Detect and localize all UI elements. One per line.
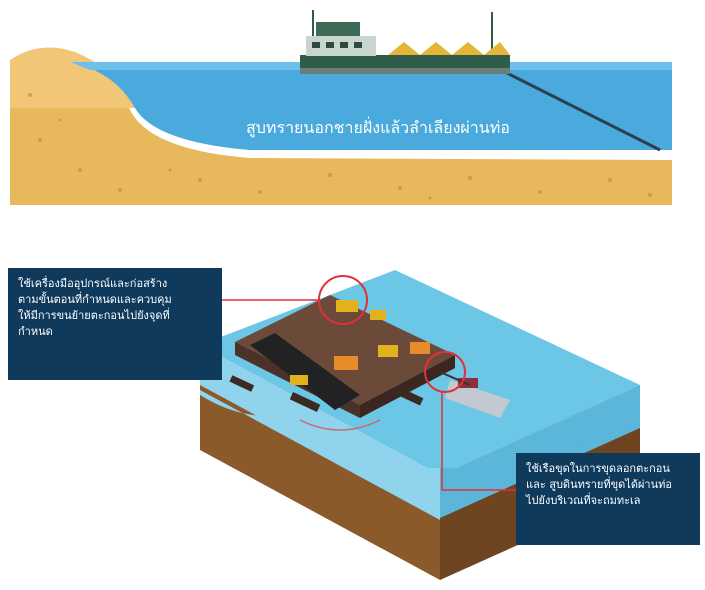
callout-right-line-1: ใช้เรือขุดในการขุดลอกตะกอน — [526, 462, 670, 475]
block-left-face-soil — [200, 385, 440, 580]
callout-left-line-3: ให้มีการขนย้ายตะกอนไปยังจุดที่ — [18, 309, 170, 322]
callout-left-line-2: ตามขั้นตอนที่กำหนดและควบคุม — [18, 293, 172, 306]
discharge-pipe — [504, 70, 661, 152]
leader-line-right — [441, 392, 516, 491]
dredger-vessel — [439, 371, 510, 418]
callout-right-line-3: ไปยังบริเวณที่จะถมทะเล — [526, 494, 641, 507]
callout-left-line-1: ใช้เครื่องมืออุปกรณ์และก่อสร้าง — [18, 277, 168, 290]
construction-vehicles — [290, 300, 430, 385]
dredger-ship — [300, 10, 510, 74]
reclaimed-land-platform — [235, 295, 455, 405]
highlight-ring-construction — [318, 275, 368, 325]
slurry-pipe — [299, 419, 381, 431]
callout-dredging: ใช้เรือขุดในการขุดลอกตะกอน และ สูบดินทรา… — [516, 453, 700, 545]
callout-construction: ใช้เครื่องมืออุปกรณ์และก่อสร้าง ตามขั้นต… — [8, 268, 222, 380]
sea-water — [70, 62, 672, 150]
highlight-ring-dredger — [424, 351, 466, 393]
shore-sand — [10, 47, 135, 108]
callout-right-line-2: และ สูบดินทรายที่ขุดได้ผ่านท่อ — [526, 478, 672, 491]
seabed-sand — [10, 51, 672, 205]
dredging-cross-section — [0, 0, 705, 210]
callout-left-line-4: กำหนด — [18, 325, 53, 338]
dredging-caption: สูบทรายนอกชายฝั่งแล้วลำเลียงผ่านท่อ — [246, 118, 510, 137]
site-road — [250, 333, 360, 410]
